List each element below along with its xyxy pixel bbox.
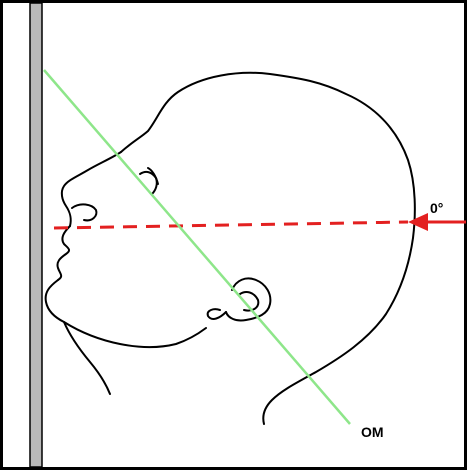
central-ray-arrow-head bbox=[408, 213, 428, 231]
eyebrow bbox=[147, 167, 159, 185]
nostril bbox=[71, 203, 98, 222]
neck-front bbox=[63, 321, 111, 395]
central-ray-line bbox=[53, 220, 409, 230]
chin-jaw-contour bbox=[44, 279, 207, 348]
lips-contour bbox=[56, 225, 71, 281]
angle-label: 0° bbox=[430, 200, 444, 216]
om-line-label: OM bbox=[361, 424, 384, 440]
ear-lobe bbox=[206, 308, 227, 320]
head-profile-outline bbox=[44, 71, 416, 425]
detector-plate bbox=[29, 2, 43, 468]
face-contour-upper bbox=[60, 151, 122, 227]
ear-outer bbox=[225, 277, 272, 322]
om-baseline bbox=[43, 69, 351, 425]
cranium-contour bbox=[120, 71, 416, 425]
